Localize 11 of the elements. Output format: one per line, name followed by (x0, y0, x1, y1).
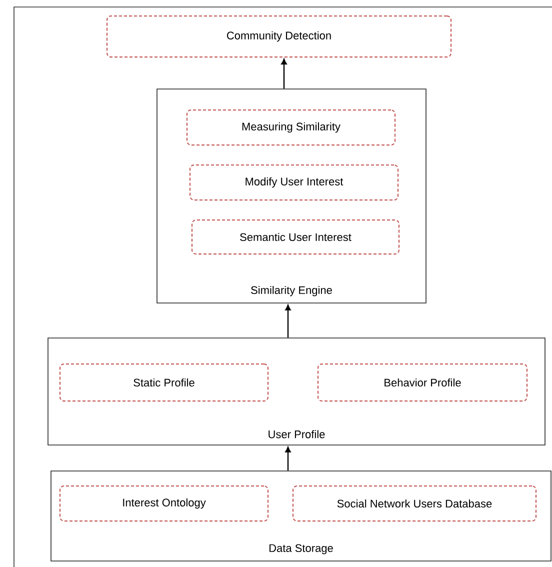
component-box: Modify User Interest (190, 164, 398, 200)
component-box: Interest Ontology (60, 486, 268, 522)
component-box: Measuring Similarity (186, 110, 396, 146)
component-box: Semantic User Interest (192, 220, 400, 254)
component-box: Community Detection (106, 16, 452, 58)
arrow (285, 446, 291, 471)
component-box: Behavior Profile (318, 364, 528, 402)
arrow (281, 58, 287, 89)
component-box: Static Profile (60, 364, 268, 402)
arrow (285, 304, 291, 338)
component-box: Social Network Users Database (292, 486, 536, 522)
